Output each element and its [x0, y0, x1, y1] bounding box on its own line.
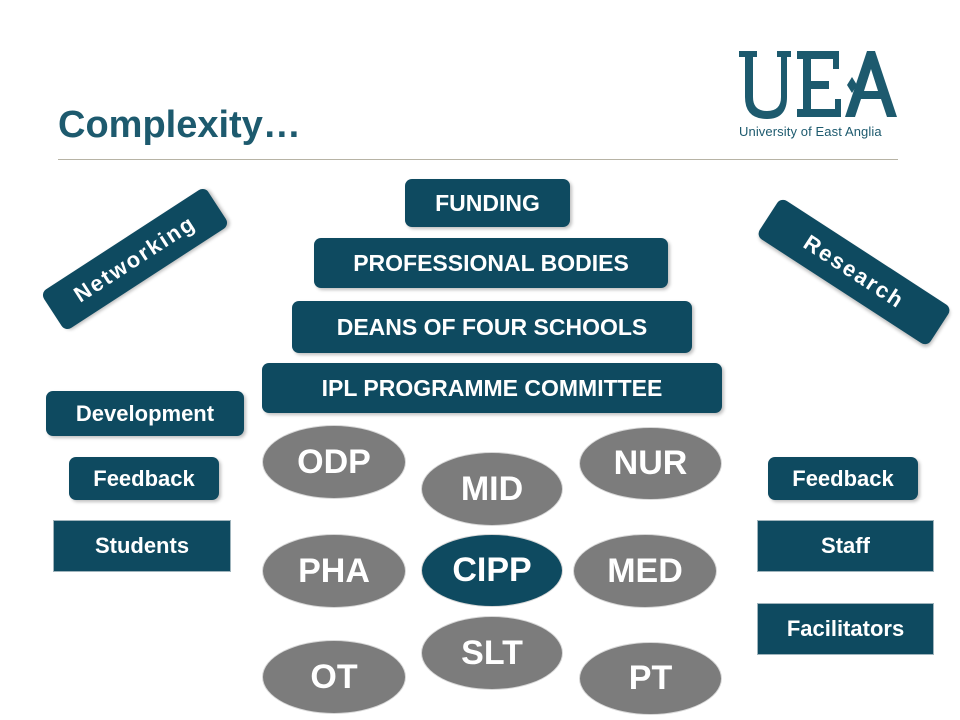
professional-bodies-box: PROFESSIONAL BODIES	[314, 238, 668, 288]
ipl-committee-box: IPL PROGRAMME COMMITTEE	[262, 363, 722, 413]
school-odp: ODP	[262, 425, 406, 499]
slide-title: Complexity…	[58, 104, 301, 146]
feedback-right-box: Feedback	[768, 457, 918, 500]
students-box: Students	[53, 520, 231, 572]
school-slt: SLT	[421, 616, 563, 690]
staff-box: Staff	[757, 520, 934, 572]
funding-box: FUNDING	[405, 179, 570, 227]
school-mid: MID	[421, 452, 563, 526]
school-ot: OT	[262, 640, 406, 714]
school-pha: PHA	[262, 534, 406, 608]
title-divider	[58, 159, 898, 160]
networking-box: Networking	[40, 186, 230, 332]
school-pt: PT	[579, 642, 722, 715]
uea-logo	[739, 51, 897, 119]
development-box: Development	[46, 391, 244, 436]
school-cipp: CIPP	[421, 534, 563, 607]
school-nur: NUR	[579, 427, 722, 500]
school-med: MED	[573, 534, 717, 608]
deans-box: DEANS OF FOUR SCHOOLS	[292, 301, 692, 353]
feedback-left-box: Feedback	[69, 457, 219, 500]
research-box: Research	[755, 197, 953, 347]
facilitators-box: Facilitators	[757, 603, 934, 655]
logo-caption: University of East Anglia	[739, 124, 882, 139]
